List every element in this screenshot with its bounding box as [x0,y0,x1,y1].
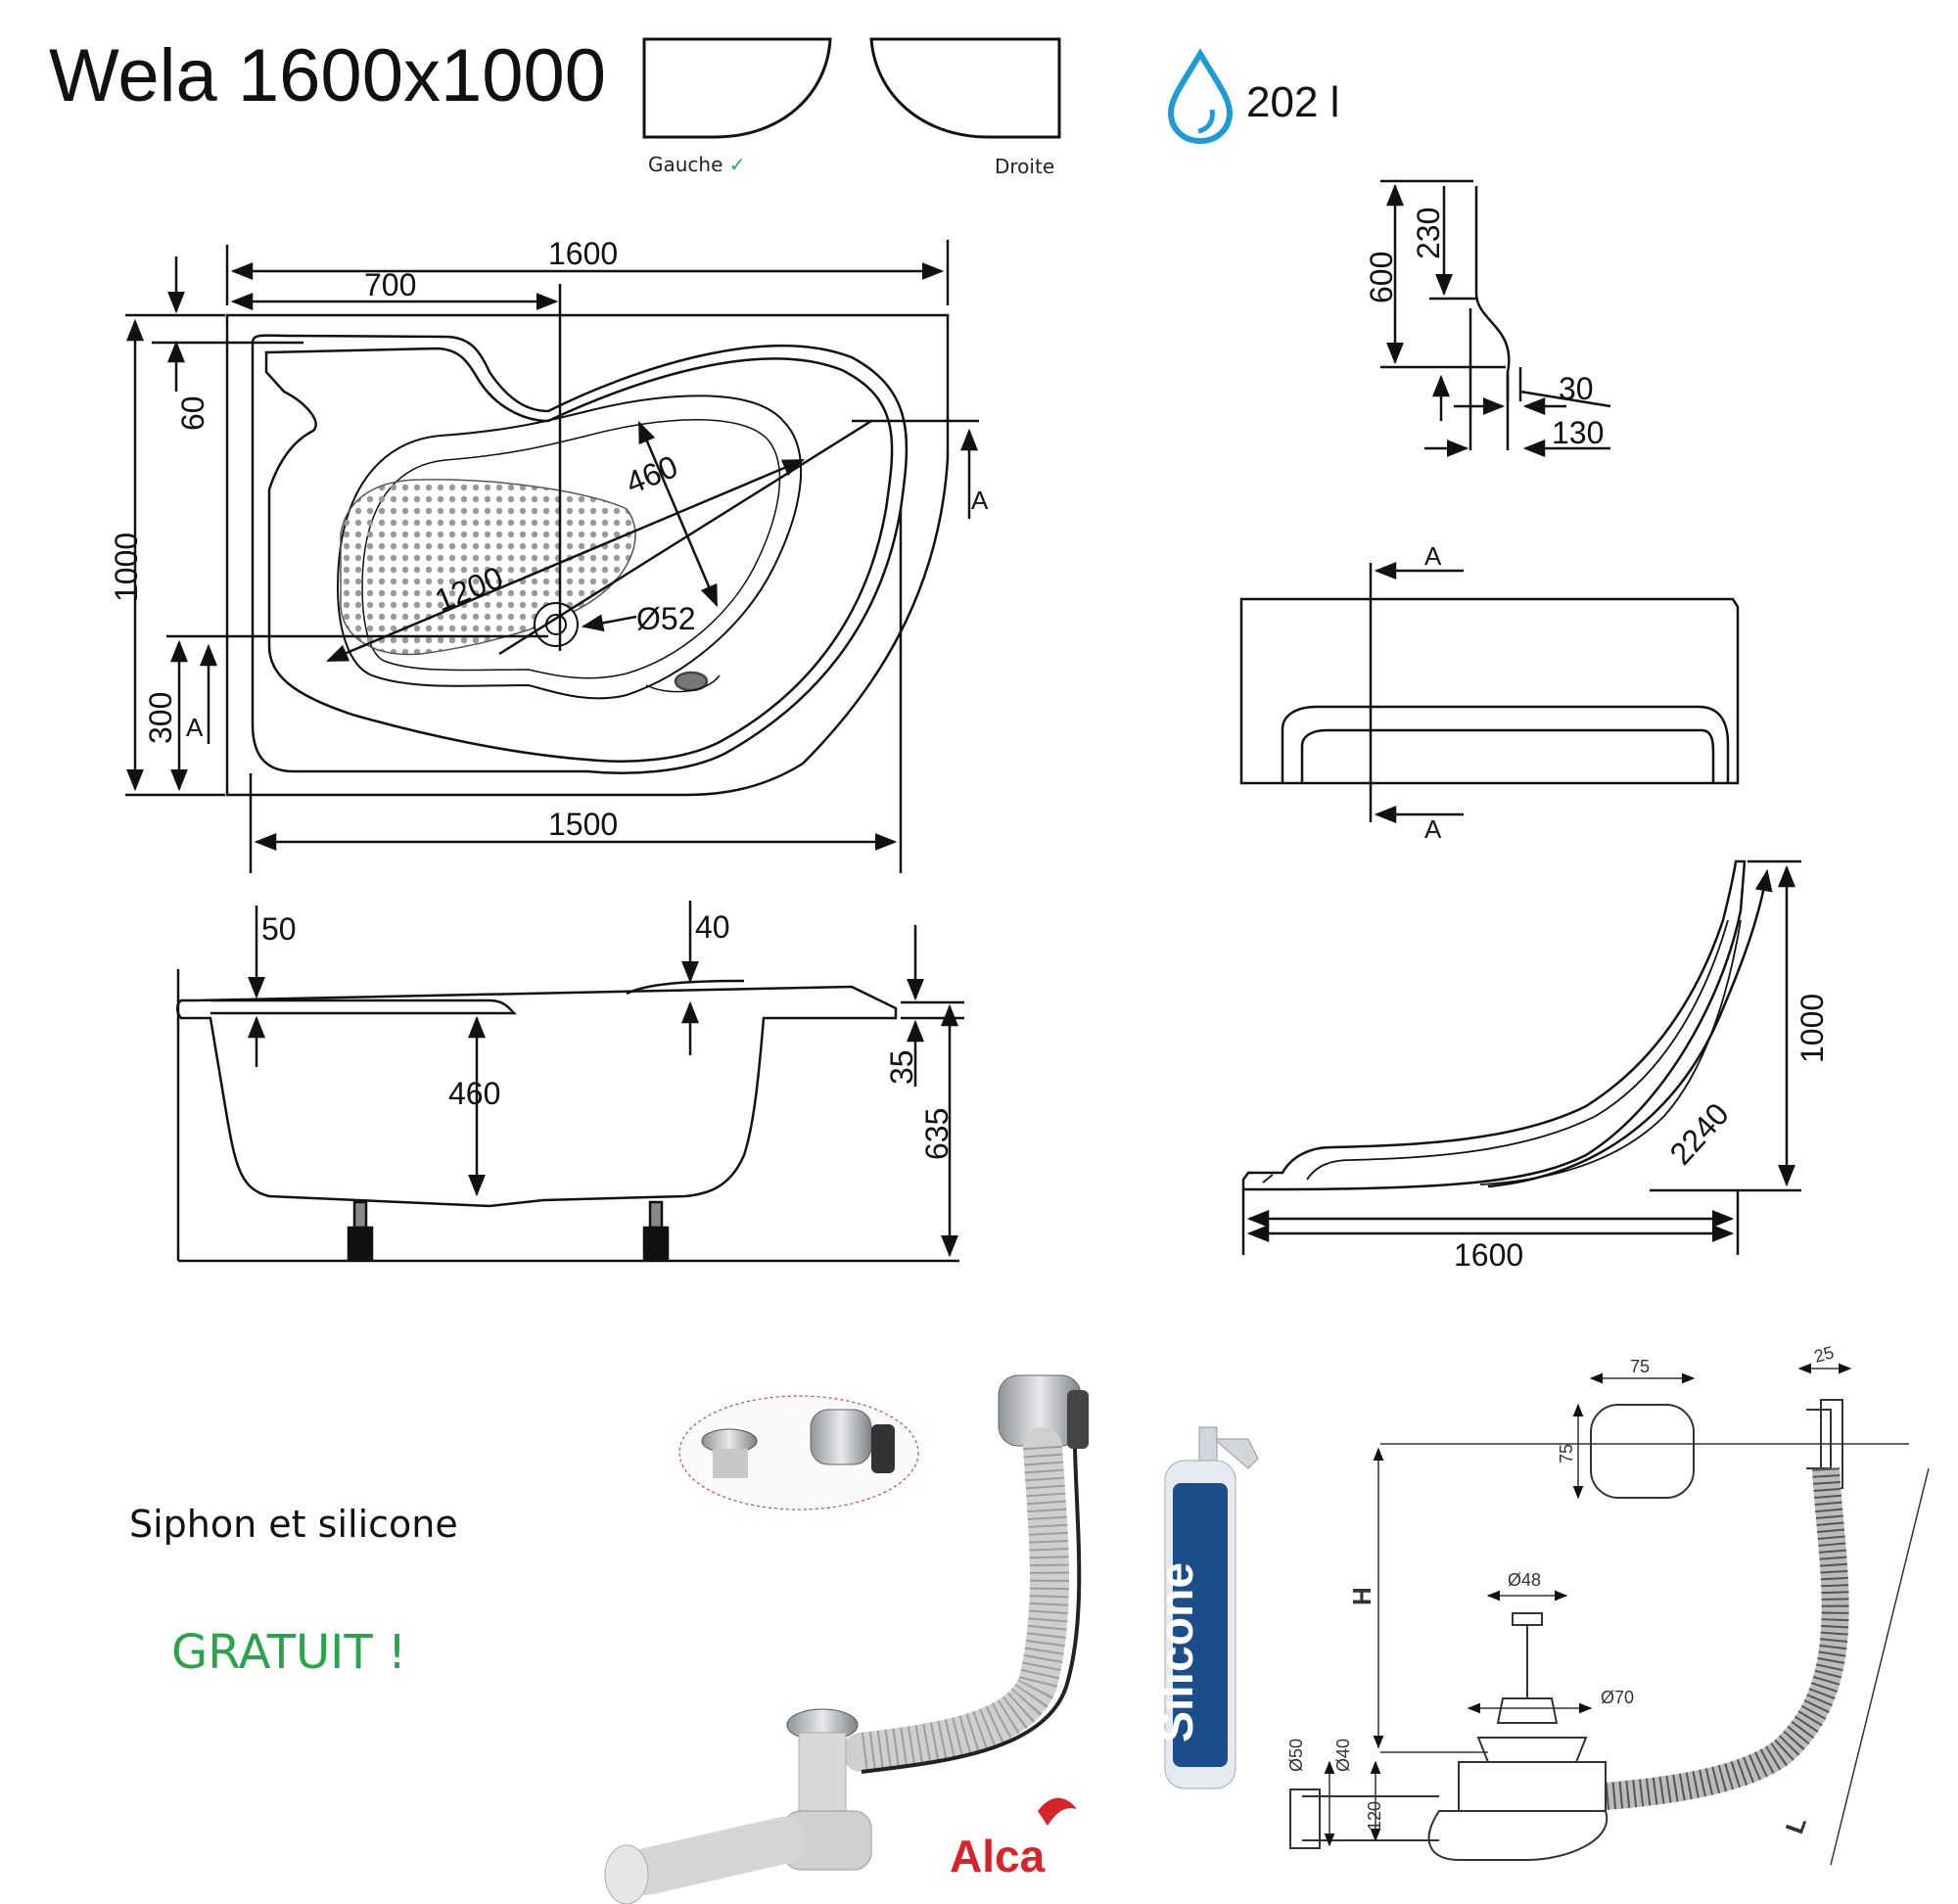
svg-text:Alca: Alca [950,1831,1046,1881]
panel-view-dimensions [1241,859,1801,1255]
section-profile-labels: 600 230 30 130 [1364,208,1604,450]
dim-d40: Ø40 [1333,1739,1353,1772]
dim-50: 50 [261,911,297,947]
dim-drain: Ø52 [636,601,695,636]
dim-1000: 1000 [109,533,144,602]
section-a-front-bottom: A [1424,814,1442,844]
top-view [225,313,950,797]
dim-h: H [1347,1587,1376,1605]
dim-600: 600 [1364,252,1399,303]
front-view-labels: A A [1424,541,1442,844]
volume-value: 202 l [1246,78,1340,126]
promo-free: GRATUIT ! [171,1625,407,1680]
dim-25: 25 [1812,1342,1837,1367]
dim-700: 700 [364,267,416,302]
option-right-label: Droite [995,155,1055,178]
dim-2240: 2240 [1662,1096,1735,1172]
dim-35: 35 [884,1049,919,1085]
dim-230: 230 [1411,208,1446,259]
dim-30: 30 [1559,371,1594,406]
dim-l: L [1779,1813,1812,1837]
right-orientation-icon [869,37,1061,139]
left-orientation-icon [642,37,832,139]
top-view-outline [225,313,950,797]
section-profile-dimensions [1380,179,1611,457]
dim-1600: 1600 [548,236,618,271]
dim-635: 635 [919,1108,955,1160]
dim-1600-panel: 1600 [1454,1237,1523,1273]
dim-d50: Ø50 [1286,1739,1306,1772]
dim-130: 130 [1552,415,1604,450]
dim-75-top: 75 [1630,1357,1650,1376]
dim-60: 60 [175,395,210,431]
page-title: Wela 1600x1000 [49,34,607,117]
silicone-cartridge: Silicone [1151,1426,1259,1789]
side-view-dimensions [248,901,964,1258]
siphon-technical-drawing [1289,1363,1930,1866]
alca-logo: Alca [950,1797,1077,1881]
water-drop-icon [1167,48,1234,145]
section-a-right: A [971,486,989,515]
dim-460-side: 460 [448,1076,500,1111]
cartridge-label: Silicone [1151,1562,1203,1742]
section-profile [1474,186,1522,401]
section-a-left: A [186,713,204,742]
dim-d70: Ø70 [1601,1688,1634,1707]
front-view-dimensions [1369,562,1464,823]
dim-460-top: 460 [621,448,682,500]
section-a-front-top: A [1424,541,1442,571]
dim-1500: 1500 [548,807,618,842]
top-view-dimensions [125,240,979,873]
side-view-labels: 50 40 460 35 635 [261,909,955,1160]
promo-text: Siphon et silicone [129,1503,458,1546]
dim-120: 120 [1365,1801,1384,1831]
dim-300: 300 [143,692,178,744]
dim-75-side: 75 [1557,1444,1576,1463]
siphon-photo [604,1374,1089,1904]
side-view [176,969,959,1263]
panel-view-labels: 1000 2240 1600 [1454,994,1830,1273]
check-icon: ✓ [728,153,746,176]
option-left-text: Gauche [648,153,723,176]
front-view [1239,597,1740,785]
dim-d48: Ø48 [1508,1570,1541,1590]
option-left-label: Gauche ✓ [648,153,746,176]
dim-40: 40 [695,909,730,945]
dim-1000-panel: 1000 [1795,994,1830,1063]
